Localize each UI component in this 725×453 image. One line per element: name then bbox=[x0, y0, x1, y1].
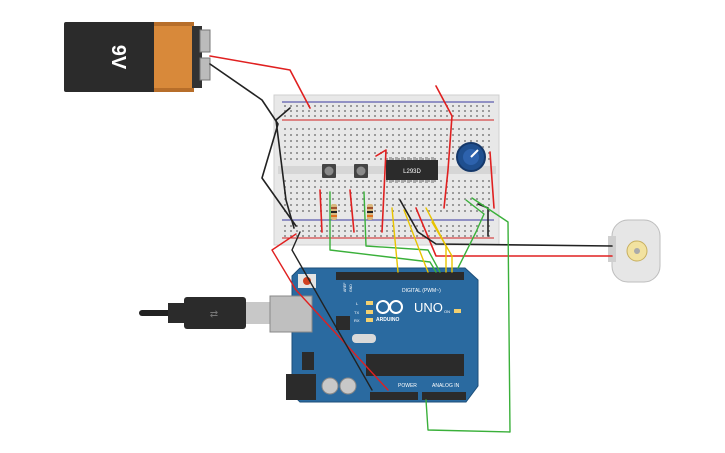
battery-9v[interactable]: 9V bbox=[64, 22, 211, 92]
model-label: UNO bbox=[414, 300, 443, 315]
wire-battery-positive bbox=[209, 55, 311, 109]
wire-rail-link-black bbox=[275, 107, 295, 229]
wire-green-pot bbox=[425, 197, 511, 433]
wire-gnd bbox=[291, 231, 373, 391]
resistor-1[interactable] bbox=[331, 204, 337, 220]
breadboard-holes bbox=[284, 105, 490, 237]
arduino-logo bbox=[376, 300, 403, 314]
breadboard[interactable] bbox=[273, 94, 500, 246]
svg-text:⇄: ⇄ bbox=[210, 309, 218, 320]
analog-label: ANALOG IN bbox=[432, 383, 460, 389]
wire-battery-negative bbox=[209, 63, 297, 227]
led-label-tx: TX bbox=[354, 310, 359, 315]
wire-5v bbox=[271, 233, 389, 391]
led-label-l: L bbox=[356, 301, 359, 306]
led-label-rx: RX bbox=[354, 318, 360, 323]
battery-label: 9V bbox=[107, 45, 129, 70]
wire-green-2 bbox=[363, 191, 441, 273]
push-button-1[interactable] bbox=[322, 164, 336, 178]
aref-label: AREF bbox=[343, 283, 347, 292]
potentiometer[interactable] bbox=[456, 142, 486, 172]
wire-motor-black bbox=[399, 199, 613, 247]
wires bbox=[209, 55, 613, 433]
usb-cable[interactable]: ⇄ bbox=[139, 297, 270, 329]
wire-motor-red bbox=[415, 207, 613, 257]
digital-label: DIGITAL (PWM~) bbox=[402, 288, 441, 294]
resistor-2[interactable] bbox=[367, 204, 373, 220]
l293d-chip[interactable]: L293D bbox=[386, 157, 438, 183]
push-button-2[interactable] bbox=[354, 164, 368, 178]
chip-label: L293D bbox=[403, 169, 421, 175]
brand-label: ARDUINO bbox=[376, 317, 399, 323]
arduino-uno[interactable]: L TX RX ON ARDUINO UNO DIGITAL (PWM~) AR… bbox=[269, 267, 479, 403]
wire-green-1 bbox=[329, 191, 437, 273]
power-label: POWER bbox=[398, 383, 417, 389]
gnd-label: GND bbox=[349, 284, 353, 292]
on-label: ON bbox=[444, 309, 450, 314]
dc-motor[interactable] bbox=[608, 219, 661, 283]
